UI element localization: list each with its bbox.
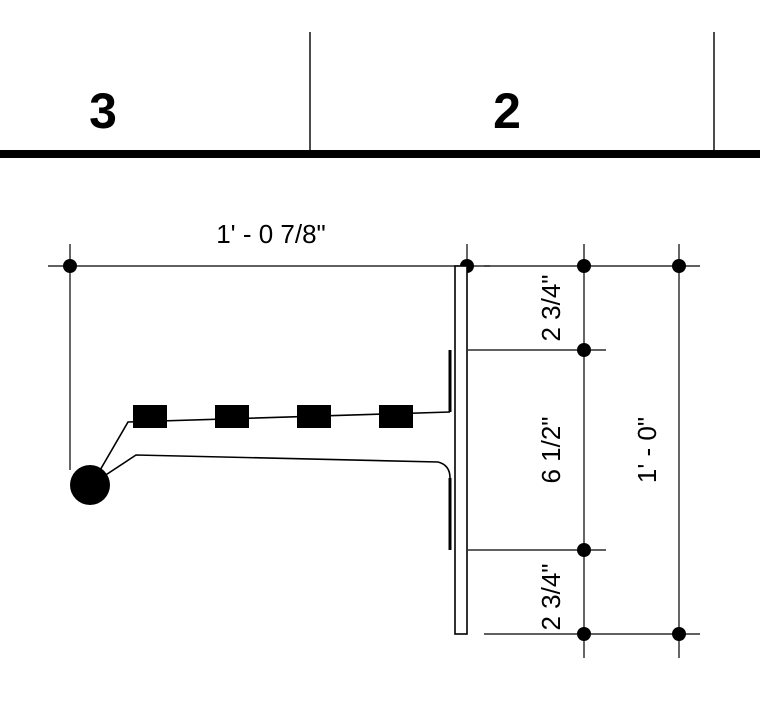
width-tick-left bbox=[63, 259, 77, 273]
arm-block-4 bbox=[379, 405, 413, 428]
column-label-3: 3 bbox=[89, 83, 117, 139]
segment-tick-top bbox=[577, 259, 591, 273]
bottom-segment-text: 2 3/4" bbox=[536, 563, 566, 630]
width-dimension: 1' - 0 7/8" bbox=[48, 219, 490, 470]
arm-outline bbox=[91, 411, 451, 485]
height-dimension-text: 1' - 0" bbox=[632, 417, 662, 483]
segment-dimensions: 2 3/4" 6 1/2" 2 3/4" bbox=[468, 244, 700, 658]
header-baseline bbox=[0, 150, 760, 158]
segment-tick-upper bbox=[577, 343, 591, 357]
height-tick-top bbox=[672, 259, 686, 273]
arm-block-3 bbox=[297, 405, 331, 428]
height-tick-bottom bbox=[672, 627, 686, 641]
width-dimension-text: 1' - 0 7/8" bbox=[216, 219, 326, 249]
arm-block-1 bbox=[133, 405, 167, 428]
column-header-band: 3 2 bbox=[0, 32, 760, 158]
height-dimension: 1' - 0" bbox=[632, 244, 686, 658]
middle-segment-text: 6 1/2" bbox=[536, 416, 566, 483]
arm-block-2 bbox=[215, 405, 249, 428]
arm-end-node bbox=[70, 465, 110, 505]
column-label-2: 2 bbox=[493, 83, 521, 139]
segment-tick-lower bbox=[577, 543, 591, 557]
cantilever-arm bbox=[70, 405, 451, 505]
vertical-plate bbox=[448, 265, 468, 635]
segment-tick-bottom bbox=[577, 627, 591, 641]
plate-body bbox=[454, 265, 468, 635]
top-segment-text: 2 3/4" bbox=[536, 274, 566, 341]
